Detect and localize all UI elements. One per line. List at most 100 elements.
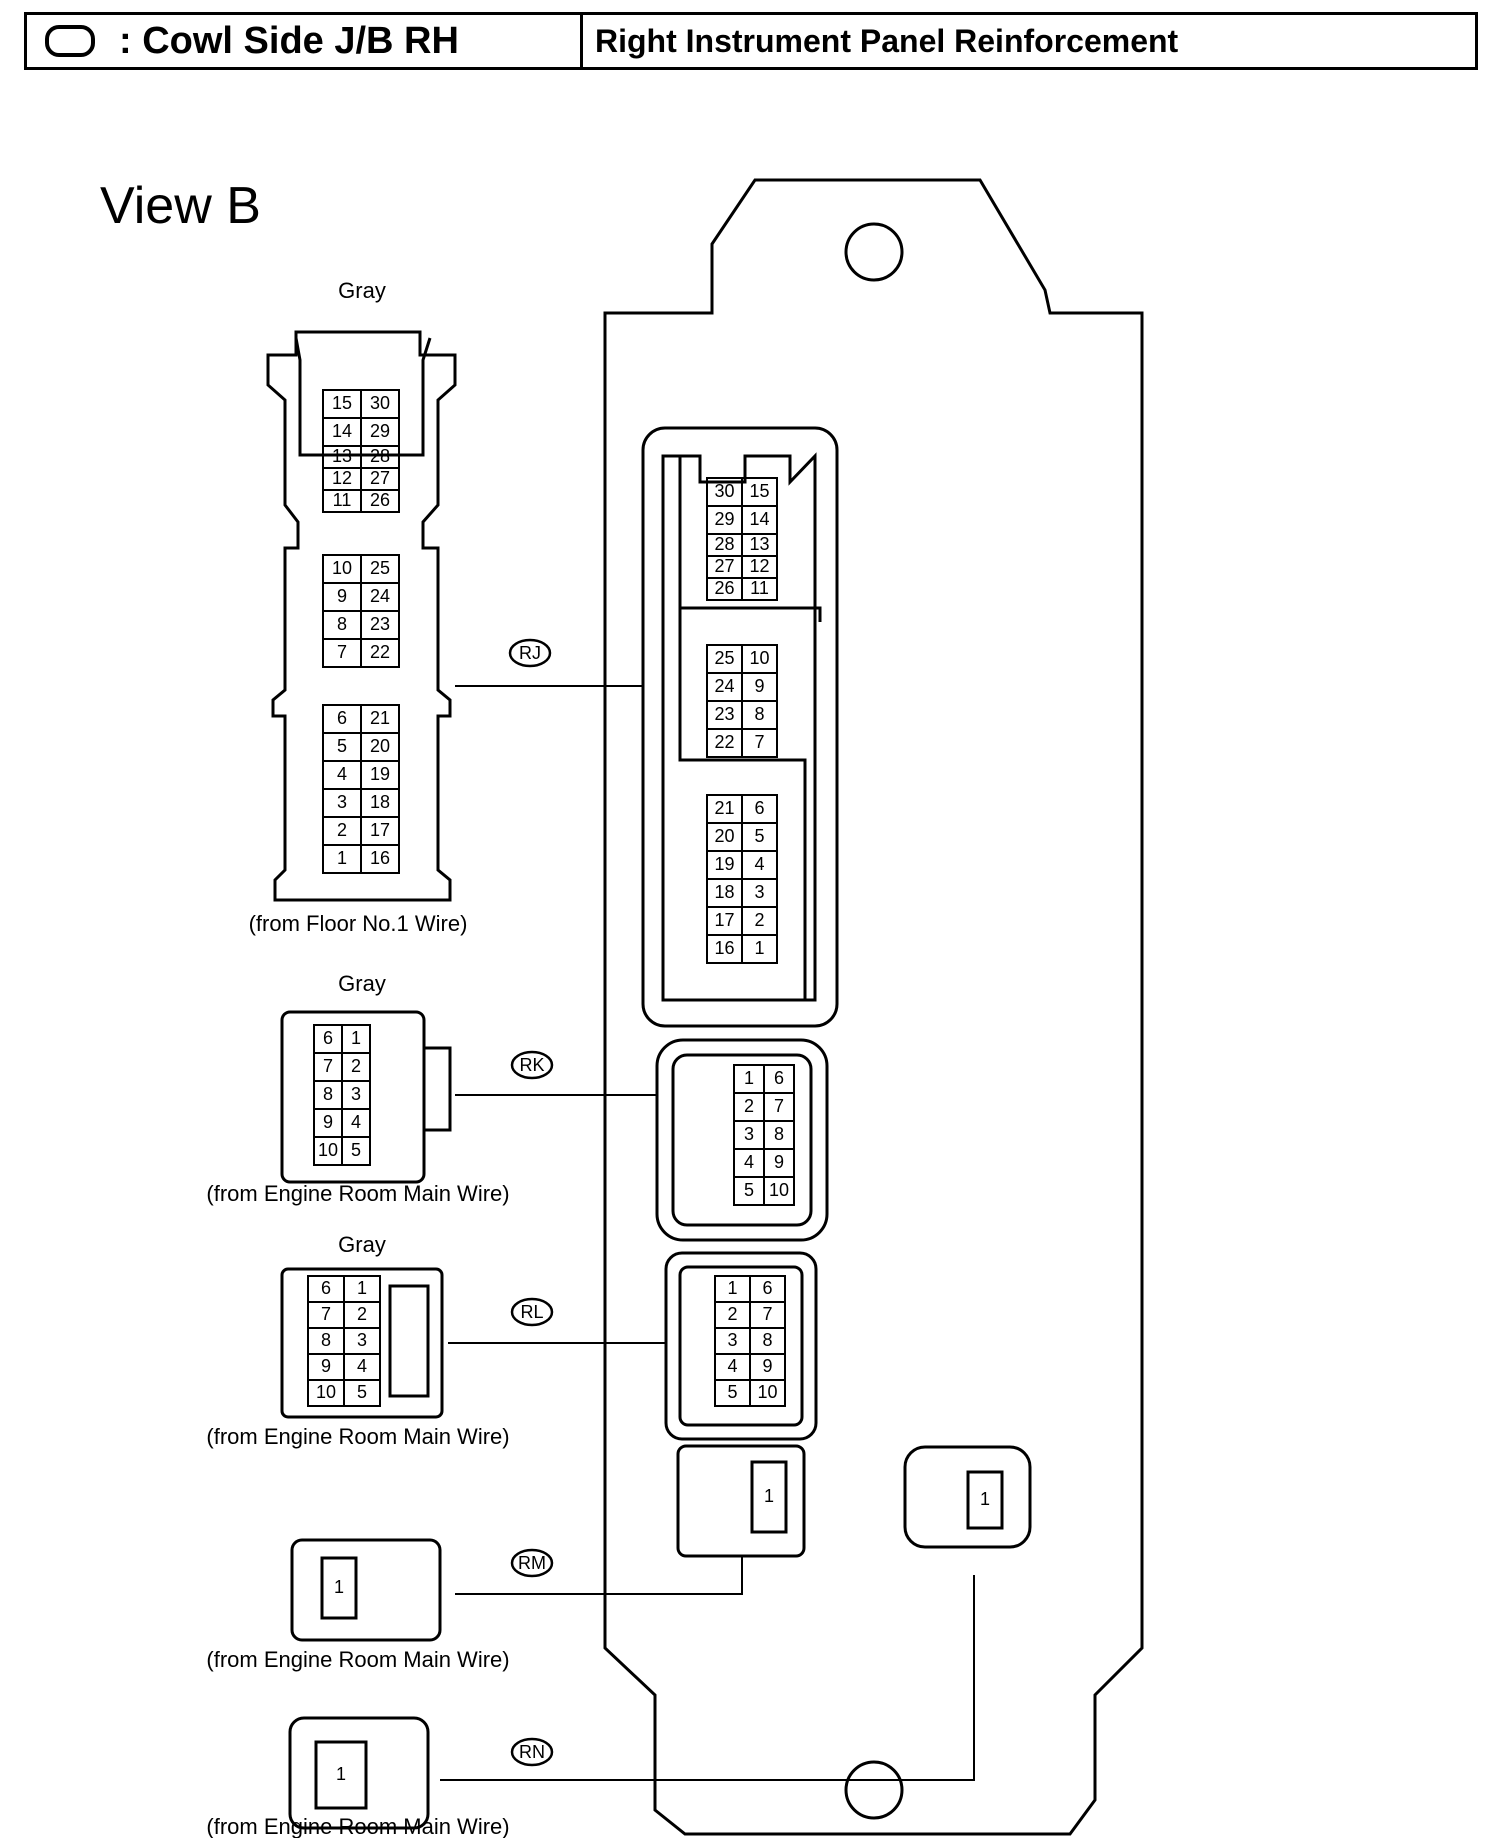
connector-rk-pin-number: 9 (323, 1112, 333, 1132)
block-rl-pin-number: 7 (762, 1304, 772, 1324)
connector-rj-pin-number: 8 (337, 614, 347, 634)
connector-rl-pin-number: 7 (321, 1304, 331, 1324)
block-rj-socket (641, 426, 839, 1028)
connector-rj-pin-number: 30 (370, 393, 390, 413)
block-rm-pin-number: 1 (764, 1486, 774, 1506)
connector-rk-housing (280, 1010, 426, 1184)
block-rn-pin-number: 1 (980, 1489, 990, 1509)
connector-rk-pin-number: 10 (318, 1140, 338, 1160)
connector-rj-pin-number: 24 (370, 586, 390, 606)
connector-rj-pin-number: 12 (332, 468, 352, 488)
connector-rn-housing (288, 1716, 430, 1830)
connector-rj-pin-number: 17 (370, 820, 390, 840)
connector-rl-pin-number: 3 (357, 1330, 367, 1350)
connector-rk-pin-number: 4 (351, 1112, 361, 1132)
block-rl-pin-number: 8 (762, 1330, 772, 1350)
connector-rj-pin-cell (360, 638, 400, 668)
connector-code-rl-label: RL (520, 1302, 543, 1322)
connector-code-rl: RL (510, 1297, 554, 1327)
connector-rj-pin-number: 9 (337, 586, 347, 606)
connector-rk-source: (from Engine Room Main Wire) (206, 1181, 509, 1206)
connector-rj-pin-number: 27 (370, 468, 390, 488)
block-rj-pin-number: 14 (749, 509, 769, 529)
block-rk-pin-number: 1 (744, 1068, 754, 1088)
connector-rj-source: (from Floor No.1 Wire) (249, 911, 468, 936)
connector-code-rk-label: RK (519, 1055, 544, 1075)
connector-code-rm-label: RM (518, 1553, 546, 1573)
connector-rj-pin-number: 19 (370, 764, 390, 784)
connector-rk-pin-number: 1 (351, 1028, 361, 1048)
connector-rk-pin-number: 3 (351, 1084, 361, 1104)
connector-rj-pin-number: 13 (332, 446, 352, 466)
block-rj-pin-number: 23 (714, 704, 734, 724)
connector-rj-pin-number: 25 (370, 558, 390, 578)
connector-rj-pin-number: 26 (370, 490, 390, 510)
block-rk-pin-number: 4 (744, 1152, 754, 1172)
block-rj-pin-number: 29 (714, 509, 734, 529)
mount-hole-bottom (844, 1760, 904, 1820)
block-rk-pin-number: 10 (769, 1180, 789, 1200)
connector-rj-pin-number: 29 (370, 421, 390, 441)
connector-code-rj: RJ (508, 638, 552, 668)
block-rk-pin-number: 8 (774, 1124, 784, 1144)
connector-code-rn: RN (510, 1737, 554, 1767)
block-rj-pin-number: 4 (754, 854, 764, 874)
connector-rl-pin-number: 1 (357, 1278, 367, 1298)
block-rj-pin-cell (741, 577, 778, 601)
connector-rm-housing (290, 1538, 442, 1642)
block-rk-pin-number: 2 (744, 1096, 754, 1116)
block-rj-pin-number: 13 (749, 534, 769, 554)
block-rj-pin-number: 24 (714, 676, 734, 696)
connector-rk-pin-number: 5 (351, 1140, 361, 1160)
connector-rl-pin-number: 5 (357, 1382, 367, 1402)
block-rj-pin-number: 21 (714, 798, 734, 818)
block-rl-socket (664, 1251, 818, 1441)
block-rj-pin-number: 2 (754, 910, 764, 930)
block-rl-pin-number: 1 (727, 1278, 737, 1298)
connector-rj-pin-number: 21 (370, 708, 390, 728)
header-bar: : Cowl Side J/B RH Right Instrument Pane… (24, 12, 1478, 70)
connector-rm-source: (from Engine Room Main Wire) (206, 1647, 509, 1672)
view-label: View B (100, 177, 261, 235)
leader-line-rn (440, 1575, 975, 1781)
block-rj-pin-number: 12 (749, 556, 769, 576)
block-rk-socket (655, 1038, 829, 1242)
connector-code-rm: RM (510, 1548, 554, 1578)
block-rj-pin-number: 18 (714, 882, 734, 902)
block-rn-socket (903, 1445, 1032, 1549)
block-rj-pin-cell (741, 728, 778, 758)
connector-rj-pin-number: 2 (337, 820, 347, 840)
block-rj-pin-number: 22 (714, 732, 734, 752)
connector-rk-pin-number: 7 (323, 1056, 333, 1076)
connector-rl-pin-number: 4 (357, 1356, 367, 1376)
connector-rk-pin-number: 8 (323, 1084, 333, 1104)
connector-rj-pin-cell (360, 489, 400, 513)
block-rj-pin-number: 5 (754, 826, 764, 846)
connector-code-rn-label: RN (519, 1742, 545, 1762)
block-rk-pin-number: 5 (744, 1180, 754, 1200)
connector-rj-pin-number: 11 (333, 490, 352, 510)
block-rj-pin-number: 27 (714, 556, 734, 576)
block-rj-pin-number: 7 (754, 732, 764, 752)
connector-rk-pin-number: 2 (351, 1056, 361, 1076)
block-rj-pin-number: 6 (754, 798, 764, 818)
connector-rj-pin-number: 16 (370, 848, 390, 868)
block-rk-pin-number: 3 (744, 1124, 754, 1144)
connector-rj-pin-number: 22 (370, 642, 390, 662)
connector-rj-pin-number: 23 (370, 614, 390, 634)
connector-rj-pin-number: 18 (370, 792, 390, 812)
connector-rk-pin-number: 6 (323, 1028, 333, 1048)
connector-rl-color: Gray (338, 1232, 386, 1257)
block-rk-pin-cell (763, 1176, 795, 1206)
block-rj-pin-number: 17 (714, 910, 734, 930)
connector-rl-pin-number: 10 (316, 1382, 336, 1402)
connector-rj-pin-number: 6 (337, 708, 347, 728)
block-rj-pin-number: 19 (714, 854, 734, 874)
block-rj-pin-cell (741, 934, 778, 964)
connector-rj-housing (266, 330, 457, 902)
connector-rl-pin-cell (343, 1379, 381, 1407)
junction-block-outline (603, 178, 1144, 1836)
block-rl-pin-number: 5 (727, 1382, 737, 1402)
connector-rl-pin-number: 6 (321, 1278, 331, 1298)
